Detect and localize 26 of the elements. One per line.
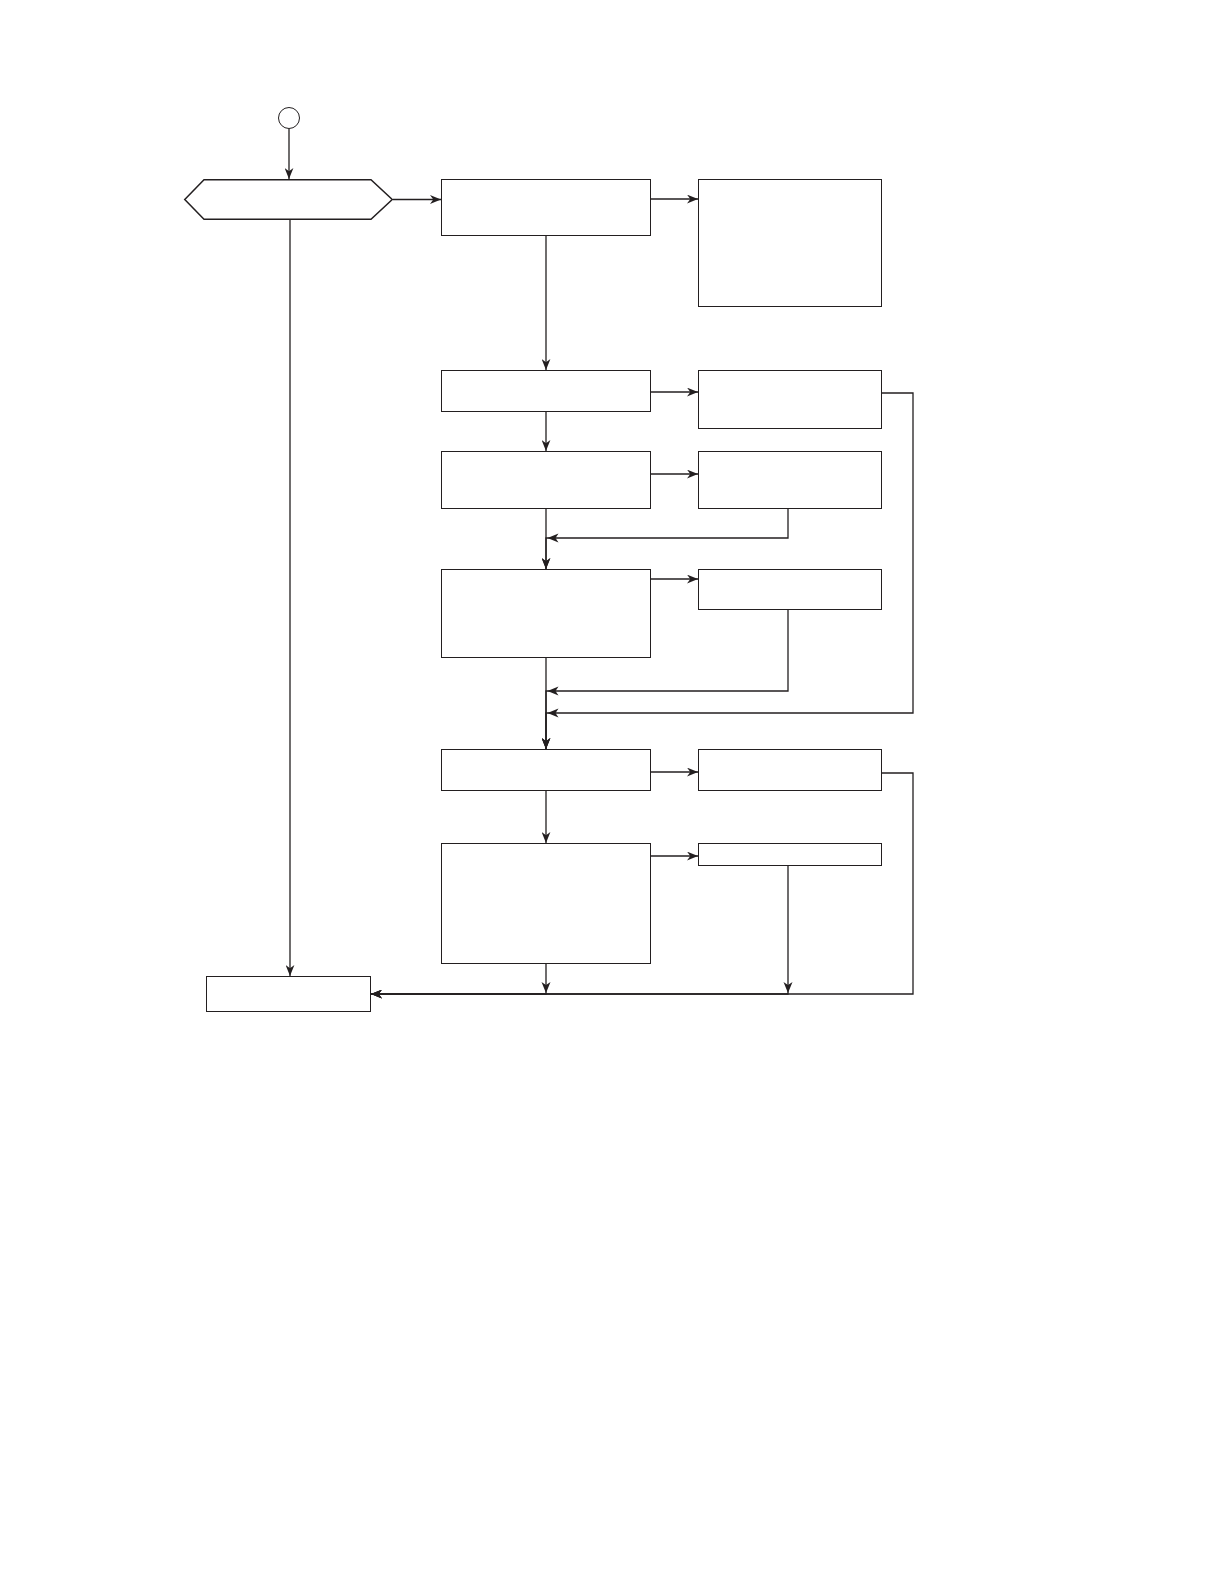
process-box: [698, 370, 882, 429]
arrow: [650, 387, 699, 397]
arrow: [541, 411, 551, 452]
preparation-hexagon: [184, 179, 393, 220]
arrow: [650, 851, 699, 861]
process-box: [698, 179, 882, 307]
arrow: [285, 219, 295, 977]
process-box: [441, 843, 651, 964]
process-box: [206, 976, 371, 1012]
arrow: [541, 790, 551, 844]
process-box: [441, 179, 651, 236]
process-box: [441, 749, 651, 791]
arrow: [650, 194, 699, 204]
process-box: [698, 843, 882, 866]
process-box: [698, 569, 882, 610]
process-box: [698, 749, 882, 791]
process-box: [698, 451, 882, 509]
process-box: [441, 370, 651, 412]
arrow: [650, 767, 699, 777]
process-box: [441, 569, 651, 658]
arrow: [541, 235, 551, 371]
arrow: [392, 195, 442, 204]
arrow: [650, 469, 699, 479]
arrow: [650, 574, 699, 584]
process-box: [441, 451, 651, 509]
arrow: [284, 128, 294, 180]
